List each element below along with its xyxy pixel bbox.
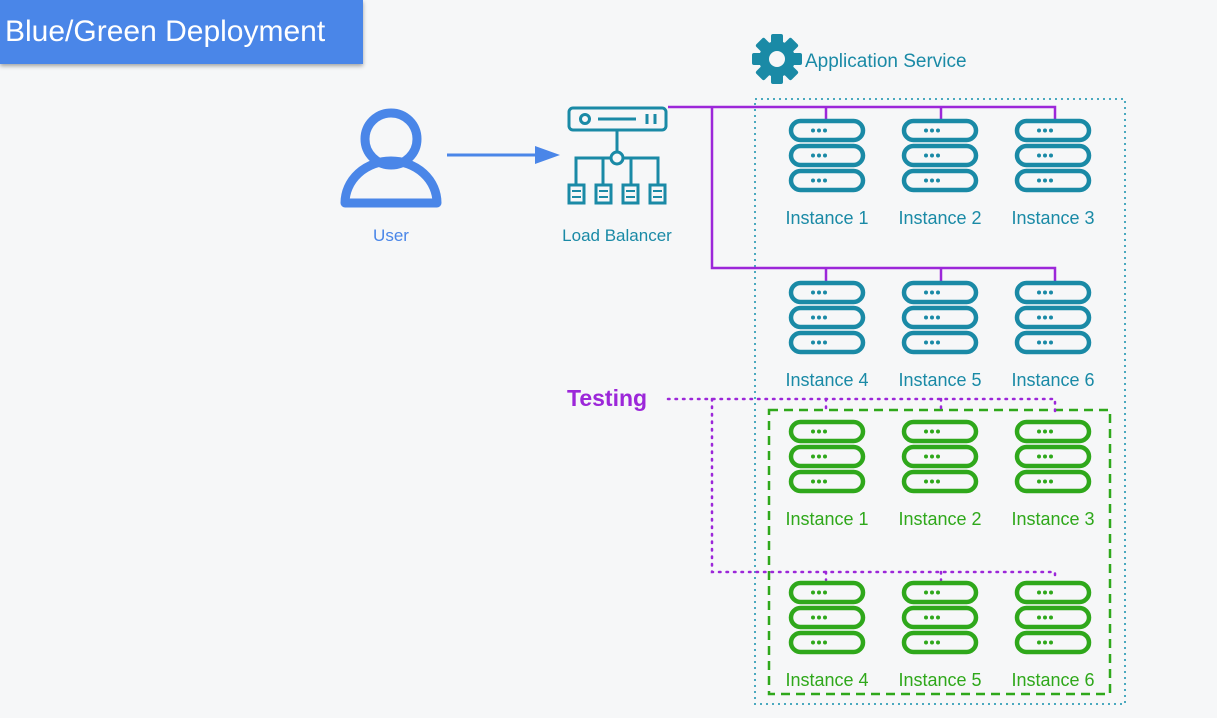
application-service-label: Application Service: [805, 51, 967, 72]
blue-instance-2: Instance 2: [898, 121, 981, 228]
instance-label: Instance 3: [1011, 509, 1094, 529]
gear-icon: [752, 34, 802, 84]
green-instance-5: Instance 5: [898, 583, 981, 690]
server-icon: [1017, 283, 1089, 352]
instance-label: Instance 5: [898, 670, 981, 690]
server-icon: [791, 121, 863, 190]
blue-instance-6: Instance 6: [1011, 283, 1094, 390]
instance-label: Instance 2: [898, 509, 981, 529]
instance-label: Instance 3: [1011, 208, 1094, 228]
blue-instance-4: Instance 4: [785, 283, 868, 390]
blue-instance-1: Instance 1: [785, 121, 868, 228]
instance-label: Instance 1: [785, 208, 868, 228]
testing-label: Testing: [567, 385, 647, 411]
server-icon: [904, 422, 976, 491]
server-icon: [1017, 121, 1089, 190]
server-icon: [904, 283, 976, 352]
load-balancer-icon: [569, 108, 666, 203]
green-instance-4: Instance 4: [785, 583, 868, 690]
server-icon: [1017, 422, 1089, 491]
blue-instance-3: Instance 3: [1011, 121, 1094, 228]
user-icon: [345, 113, 437, 203]
user-label: User: [373, 226, 409, 245]
green-instance-3: Instance 3: [1011, 422, 1094, 529]
server-icon: [904, 121, 976, 190]
green-instance-1: Instance 1: [785, 422, 868, 529]
instance-label: Instance 6: [1011, 670, 1094, 690]
blue-instance-5: Instance 5: [898, 283, 981, 390]
blue-instance-group: Instance 1 Instance 2 Instance 3 Instance 4…: [785, 121, 1094, 390]
instance-label: Instance 6: [1011, 370, 1094, 390]
green-instance-6: Instance 6: [1011, 583, 1094, 690]
instance-label: Instance 1: [785, 509, 868, 529]
server-icon: [791, 283, 863, 352]
green-instance-2: Instance 2: [898, 422, 981, 529]
server-icon: [791, 583, 863, 652]
server-icon: [1017, 583, 1089, 652]
arrow-user-to-load-balancer: [447, 146, 560, 164]
instance-label: Instance 4: [785, 670, 868, 690]
server-icon: [904, 583, 976, 652]
server-icon: [791, 422, 863, 491]
instance-label: Instance 4: [785, 370, 868, 390]
green-instance-group: Instance 1 Instance 2 Instance 3 Instance 4…: [785, 422, 1094, 690]
instance-label: Instance 5: [898, 370, 981, 390]
instance-label: Instance 2: [898, 208, 981, 228]
load-balancer-label: Load Balancer: [562, 226, 672, 245]
